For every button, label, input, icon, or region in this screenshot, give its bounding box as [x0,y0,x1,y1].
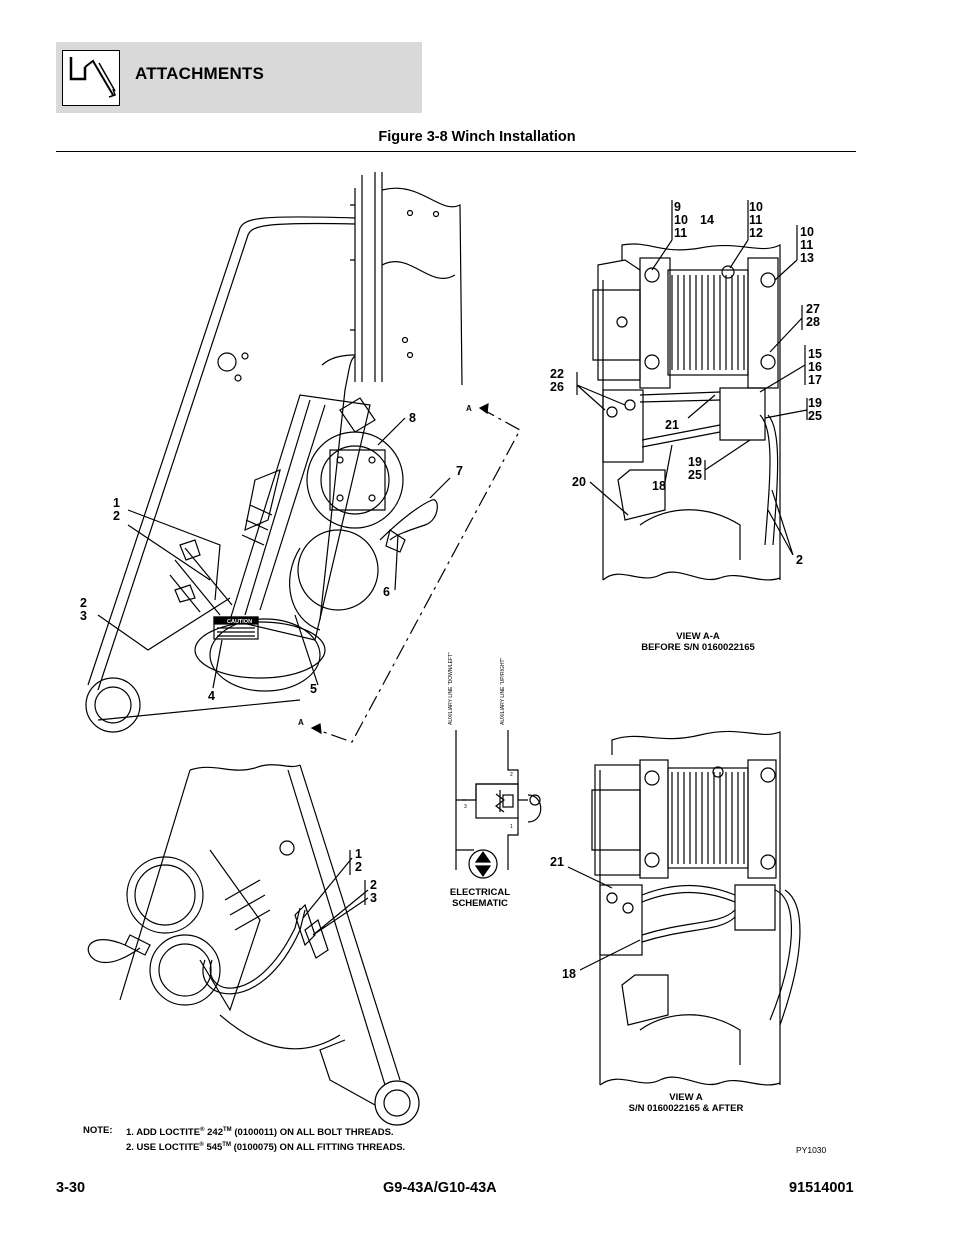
callout-18-lower: 18 [562,967,576,981]
callout-27-28: 27 28 [806,302,820,329]
callout-5: 5 [310,682,317,696]
schematic-right-line-label: AUXILIARY LINE "UP/RIGHT" [500,658,506,725]
callout-2-right: 2 [796,553,803,567]
caution-decal-text: CAUTION [227,619,252,625]
callout-18-upper: 18 [652,479,666,493]
view-aa-caption: VIEW A-A BEFORE S/N 0160022165 [641,631,755,653]
schematic-left-line-label: AUXILIARY LINE "DOWN/LEFT" [448,652,454,725]
callout-8: 8 [409,411,416,425]
callout-2-3-lower: 2 3 [370,878,377,905]
callout-19-25-mid: 19 25 [688,455,702,482]
callout-1-2-lower: 1 2 [355,847,362,874]
callout-4: 4 [208,689,215,703]
callout-9-10-11: 9 10 11 [674,200,688,240]
schematic-pin-3: 3 [464,804,467,810]
callout-21-lower: 21 [550,855,564,869]
callout-22-26: 22 26 [550,367,564,394]
callout-15-16-17: 15 16 17 [808,347,822,387]
callout-21-upper: 21 [665,418,679,432]
model-number: G9-43A/G10-43A [383,1180,497,1196]
header-divider [56,151,856,152]
section-title: ATTACHMENTS [135,64,265,83]
notes-label: NOTE: [83,1125,113,1136]
callout-1-2-upper: 1 2 [113,496,120,523]
callout-6: 6 [383,585,390,599]
note-2: 2. USE LOCTITE® 545TM (0100075) ON ALL F… [126,1142,406,1154]
schematic-pin-1: 1 [510,824,513,830]
callout-19-25-right: 19 25 [808,396,822,423]
document-number: 91514001 [789,1180,854,1196]
page-number: 3-30 [56,1180,86,1196]
schematic-pin-2: 2 [510,772,513,778]
section-marker-a-top: A [466,404,472,413]
attachment-hook-icon [62,50,120,106]
callout-7: 7 [456,464,463,478]
callout-10-11-12: 10 11 12 [749,200,763,240]
section-marker-a-bottom: A [298,718,304,727]
figure-title: Figure 3-8 Winch Installation [378,129,576,145]
view-a-caption: VIEW A S/N 0160022165 & AFTER [628,1092,744,1114]
callout-14: 14 [700,213,714,227]
electrical-schematic-caption: ELECTRICAL SCHEMATIC [449,887,511,909]
note-1: 1. ADD LOCTITE® 242TM (0100011) ON ALL B… [126,1127,394,1139]
callout-20: 20 [572,475,586,489]
callout-2-3-upper: 2 3 [80,596,87,623]
callout-10-11-13: 10 11 13 [800,225,814,265]
drawing-code: PY1030 [796,1145,827,1155]
